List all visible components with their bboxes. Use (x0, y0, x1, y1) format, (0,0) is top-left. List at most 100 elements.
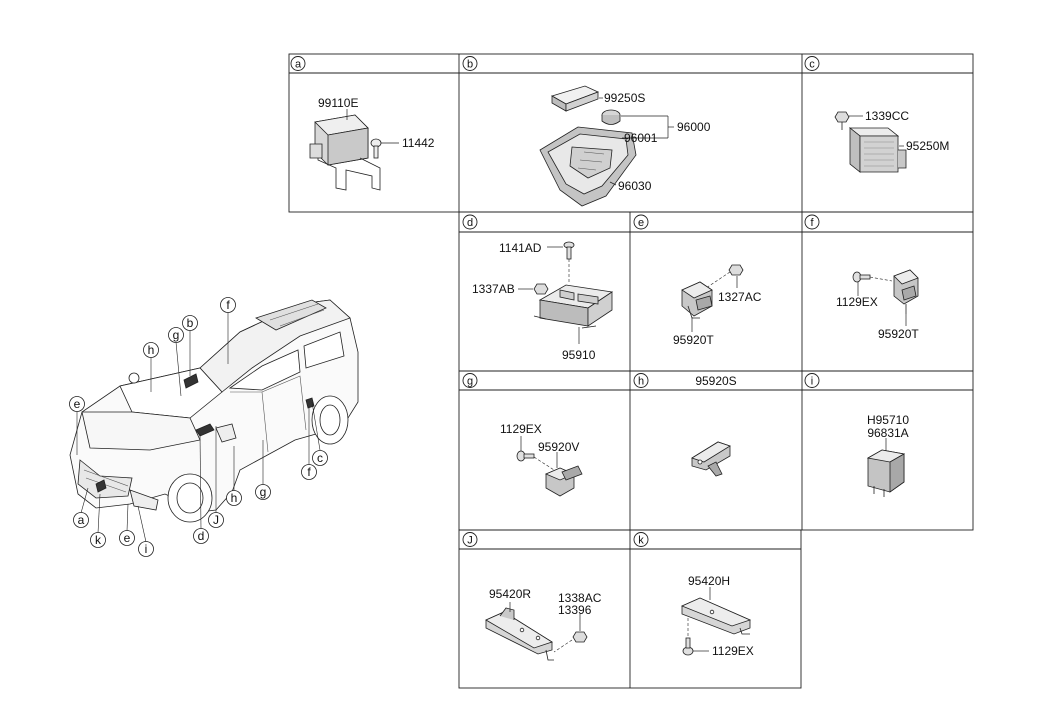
bolt-1141ad-drawing (563, 241, 575, 260)
cell-g-content: 1129EX 95920V (500, 422, 583, 497)
cell-letter-e: e (638, 217, 644, 229)
callout-e-bottom: e (119, 530, 135, 546)
cell-d-content: 1141AD 1337AB 95910 (472, 241, 614, 362)
cell-h-header: h 95920S (633, 373, 737, 388)
part-label-1339cc: 1339CC (865, 109, 909, 123)
grid-frame (288, 53, 974, 689)
svg-text:h: h (231, 491, 238, 505)
lamp-96000-drawing (601, 109, 621, 125)
part-label-1129ex-k: 1129EX (712, 644, 754, 658)
cell-letter-h: h (638, 376, 644, 388)
nut-1327ac-drawing (728, 264, 744, 276)
part-label-95920t-f: 95920T (878, 327, 919, 341)
part-label-95420r: 95420R (489, 587, 531, 601)
control-unit-95910-drawing (533, 284, 614, 329)
svg-text:k: k (95, 533, 102, 547)
vehicle-callouts: e h g b f a k e i d J h g f c (69, 297, 328, 557)
callout-b-top: b (182, 315, 198, 331)
cell-f-header: f (804, 214, 820, 230)
cell-i-header: i (804, 373, 820, 388)
cell-b-content: 99250S 96000 96001 96030 (539, 85, 711, 207)
vehicle-leaders (76, 312, 321, 543)
callout-h-top: h (143, 342, 159, 358)
part-label-95920t-e: 95920T (673, 333, 714, 347)
callout-h-bottom: h (226, 490, 242, 506)
cell-letter-i: i (811, 376, 813, 388)
part-label-1129ex-f: 1129EX (836, 295, 878, 309)
part-label-1338ac: 1338AC (558, 591, 602, 605)
cell-a-content: 99110E 11442 (309, 96, 435, 191)
callout-g-top: g (168, 327, 184, 343)
bracket-module-99110e-drawing (309, 114, 381, 191)
cell-k-content: 95420H 1129EX (680, 574, 754, 658)
part-label-99110e: 99110E (318, 96, 358, 110)
module-96831a-drawing (866, 449, 906, 497)
cell-e-header: e (633, 214, 649, 230)
cell-letter-d: d (467, 217, 473, 229)
cell-letter-b: b (467, 59, 473, 71)
cell-b-header: b (462, 56, 478, 71)
callout-k-bottom: k (90, 532, 106, 548)
sensor-95920s-drawing (691, 441, 731, 477)
cell-e-content: 1327AC 95920T (673, 264, 762, 347)
svg-text:d: d (198, 529, 205, 543)
svg-text:f: f (226, 298, 230, 312)
callout-i-bottom: i (138, 541, 154, 557)
part-label-1337ab: 1337AB (472, 282, 515, 296)
svg-text:g: g (173, 328, 180, 342)
sensor-95920t-drawing-f (893, 269, 919, 314)
part-label-96000: 96000 (677, 120, 711, 134)
cell-c-header: c (804, 56, 820, 71)
cover-99250s-drawing (550, 85, 600, 112)
cell-f-content: 1129EX 95920T (836, 269, 919, 341)
console-96030-drawing (539, 126, 637, 207)
cell-letter-f: f (810, 217, 814, 229)
cell-i-content: H95710 96831A (866, 413, 909, 497)
bolt-11442-drawing (370, 138, 382, 159)
cell-c-content: 1339CC 95250M (834, 109, 949, 173)
cell-a-header: a (290, 56, 306, 71)
module-95250m-drawing (848, 127, 907, 173)
svg-text:e: e (74, 397, 81, 411)
callout-f-right: f (301, 464, 317, 480)
bracket-95420h-drawing (680, 597, 752, 635)
part-label-95920v: 95920V (538, 440, 579, 454)
cell-J-header: J (462, 532, 478, 547)
svg-text:h: h (148, 343, 155, 357)
cell-h-content (691, 441, 731, 477)
cell-d-header: d (462, 214, 478, 230)
svg-text:i: i (145, 542, 148, 556)
callout-c-right: c (312, 450, 328, 466)
part-label-11442: 11442 (402, 136, 435, 150)
svg-text:c: c (317, 451, 323, 465)
svg-text:b: b (187, 316, 194, 330)
cell-letter-a: a (295, 59, 302, 71)
callout-a-bottom: a (73, 512, 89, 528)
part-label-96831a: 96831A (867, 426, 908, 440)
part-label-95910: 95910 (562, 348, 596, 362)
callout-J-bottom: J (208, 512, 224, 528)
svg-text:J: J (213, 513, 219, 527)
svg-text:g: g (260, 485, 267, 499)
part-label-95420h: 95420H (688, 574, 730, 588)
part-label-96001: 96001 (624, 131, 658, 145)
part-label-99250s: 99250S (604, 91, 645, 105)
callout-g-bottom: g (255, 484, 271, 500)
cell-letter-g: g (467, 376, 473, 388)
part-label-95250m: 95250M (906, 139, 949, 153)
part-label-96030: 96030 (618, 179, 652, 193)
cell-J-content: 95420R 1338AC 13396 (485, 587, 602, 661)
part-label-1141ad: 1141AD (499, 241, 542, 255)
nut-1337ab-drawing (533, 283, 549, 295)
sensor-95920t-drawing-e (681, 281, 713, 319)
svg-text:f: f (307, 465, 311, 479)
callout-f-top: f (220, 297, 236, 313)
part-label-1327ac: 1327AC (718, 290, 762, 304)
cell-letter-J: J (467, 535, 473, 547)
part-label-1129ex-g: 1129EX (500, 422, 542, 436)
vehicle-illustration (69, 299, 359, 523)
bolt-1129ex-drawing-k (682, 637, 694, 656)
cell-g-header: g (462, 373, 478, 388)
nut-1338ac-drawing (572, 631, 588, 643)
